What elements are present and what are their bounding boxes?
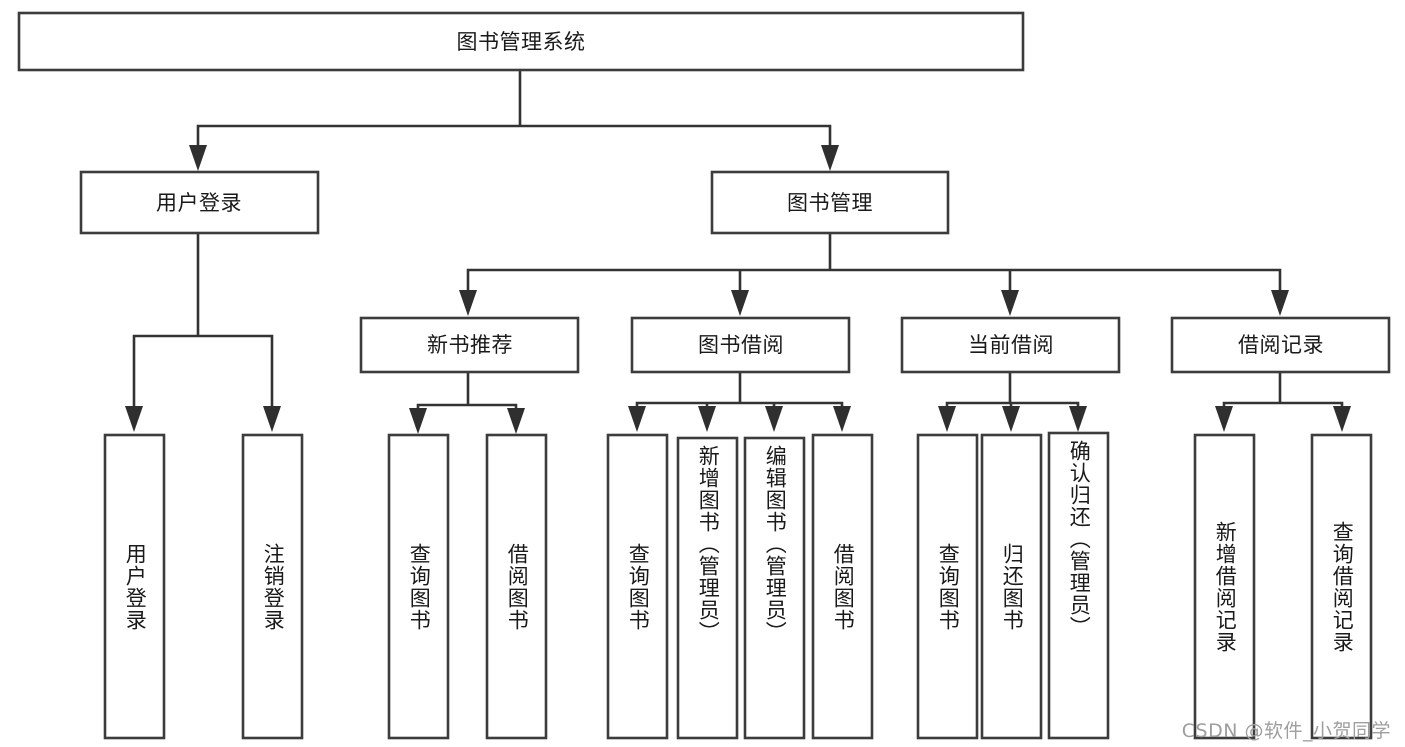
arrow-to-leaf-query-book-2 bbox=[628, 406, 646, 432]
csdn-watermark: CSDN @软件_小贺同学 bbox=[1181, 720, 1391, 742]
arrow-to-leaf-add-record bbox=[1215, 406, 1233, 432]
arrow-to-new-book-recommend bbox=[459, 290, 477, 316]
arrow-to-borrow-record bbox=[1271, 290, 1289, 316]
node-user-login-label: 用户登录 bbox=[156, 191, 242, 215]
node-current-borrow[interactable]: 当前借阅 bbox=[900, 316, 1121, 374]
node-user-login[interactable]: 用户登录 bbox=[79, 170, 320, 235]
connector-root-to-level1 bbox=[196, 68, 832, 150]
node-leaf-query-book-1-box[interactable] bbox=[387, 433, 450, 740]
connector-new-book-recommend-to-leaves bbox=[416, 370, 518, 414]
node-book-borrow-label: 图书借阅 bbox=[698, 333, 784, 357]
node-book-manage-label: 图书管理 bbox=[787, 191, 873, 215]
node-leaf-confirm-return-box[interactable] bbox=[1047, 431, 1110, 740]
connectors-group bbox=[125, 68, 1351, 434]
node-leaf-query-book-2-box[interactable] bbox=[606, 433, 669, 740]
arrow-to-leaf-return-book bbox=[1002, 406, 1020, 432]
connector-user-login-to-leaves bbox=[132, 231, 274, 410]
node-leaf-borrow-book-1-box[interactable] bbox=[485, 433, 548, 740]
node-book-borrow-box[interactable] bbox=[630, 316, 851, 374]
arrow-to-current-borrow bbox=[1001, 290, 1019, 316]
node-current-borrow-label: 当前借阅 bbox=[968, 333, 1054, 357]
arrow-to-leaf-borrow-book-2 bbox=[833, 406, 851, 432]
node-new-book-recommend-label: 新书推荐 bbox=[427, 333, 513, 357]
node-leaf-user-login-box[interactable] bbox=[103, 433, 166, 740]
node-leaf-add-book-box[interactable] bbox=[676, 436, 739, 740]
node-borrow-record[interactable]: 借阅记录 bbox=[1170, 316, 1391, 374]
node-leaf-add-record-box[interactable] bbox=[1193, 433, 1256, 740]
node-root-box[interactable] bbox=[17, 11, 1025, 72]
connector-borrow-record-to-leaves bbox=[1222, 370, 1344, 412]
node-borrow-record-box[interactable] bbox=[1170, 316, 1391, 374]
arrow-to-leaf-query-book-3 bbox=[938, 406, 956, 432]
node-user-login-box[interactable] bbox=[79, 170, 320, 235]
arrow-to-leaf-add-book bbox=[698, 406, 716, 432]
node-root-label: 图书管理系统 bbox=[457, 30, 586, 54]
arrow-to-book-borrow bbox=[731, 290, 749, 316]
node-book-manage[interactable]: 图书管理 bbox=[710, 170, 950, 235]
arrow-to-leaf-user-logout bbox=[263, 406, 281, 432]
arrow-to-leaf-user-login bbox=[125, 406, 143, 432]
node-leaf-edit-book-box[interactable] bbox=[743, 436, 806, 740]
node-leaf-borrow-book-2-box[interactable] bbox=[811, 433, 874, 740]
connector-book-borrow-to-leaves bbox=[635, 370, 844, 412]
node-leaf-query-record-box[interactable] bbox=[1310, 433, 1373, 740]
node-leaf-return-book-box[interactable] bbox=[980, 433, 1043, 740]
node-current-borrow-box[interactable] bbox=[900, 316, 1121, 374]
node-book-manage-box[interactable] bbox=[710, 170, 950, 235]
node-borrow-record-label: 借阅记录 bbox=[1238, 333, 1324, 357]
connector-book-manage-to-level2 bbox=[466, 231, 1282, 294]
arrow-to-user-login bbox=[189, 145, 207, 171]
arrow-to-leaf-query-record bbox=[1333, 406, 1351, 432]
arrow-to-leaf-borrow-book-1 bbox=[507, 408, 525, 434]
node-new-book-recommend-box[interactable] bbox=[359, 316, 580, 374]
node-root[interactable]: 图书管理系统 bbox=[17, 11, 1025, 72]
arrow-to-leaf-confirm-return bbox=[1069, 406, 1087, 432]
node-leaf-query-book-3-box[interactable] bbox=[916, 433, 979, 740]
node-book-borrow[interactable]: 图书借阅 bbox=[630, 316, 851, 374]
node-new-book-recommend[interactable]: 新书推荐 bbox=[359, 316, 580, 374]
connector-current-borrow-to-leaves bbox=[945, 370, 1080, 412]
arrow-to-leaf-query-book-1 bbox=[409, 408, 427, 434]
arrow-to-leaf-edit-book bbox=[765, 406, 783, 432]
node-leaf-user-logout-box[interactable] bbox=[241, 433, 304, 740]
arrow-to-book-manage bbox=[821, 145, 839, 171]
